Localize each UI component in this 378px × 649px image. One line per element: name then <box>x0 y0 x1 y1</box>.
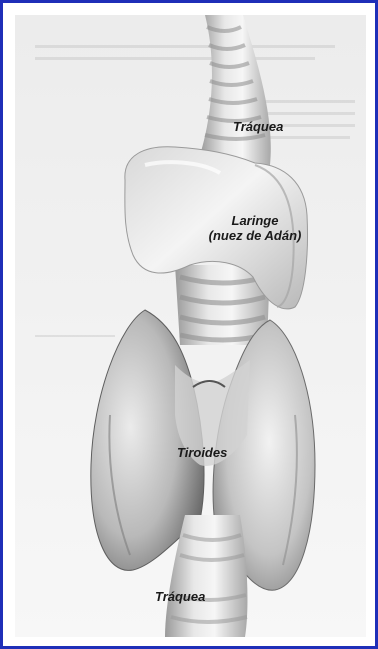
label-trachea-top: Tráquea <box>233 119 283 134</box>
label-trachea-bottom: Tráquea <box>155 589 205 604</box>
anatomy-illustration: Tráquea Laringe (nuez de Adán) Tiroides … <box>15 15 366 637</box>
label-thyroid: Tiroides <box>177 445 227 460</box>
neck-anatomy-drawing <box>15 15 366 637</box>
label-larynx: Laringe <box>205 213 305 228</box>
label-larynx-subtitle: (nuez de Adán) <box>197 228 313 243</box>
